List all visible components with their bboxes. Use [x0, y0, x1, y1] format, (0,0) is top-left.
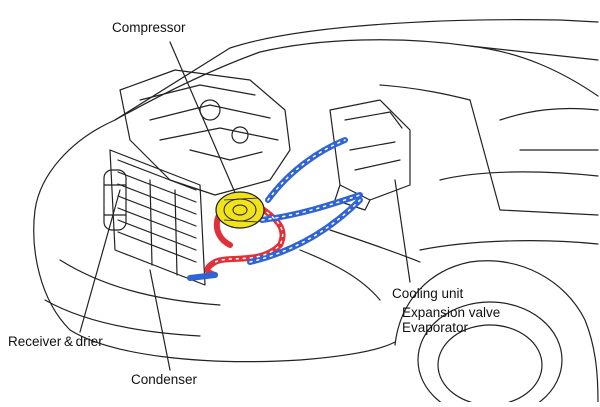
engine-outline [119, 69, 291, 196]
compressor-label: Compressor [112, 20, 186, 35]
receiver-drier-outline [103, 169, 127, 231]
cooling-unit-label: Cooling unit [392, 286, 464, 301]
compressor-body [215, 191, 265, 229]
cooling-unit-outline [329, 99, 411, 211]
condenser-label: Condenser [131, 372, 198, 387]
evaporator-label: Evaporator [402, 320, 469, 335]
car-body-outline [33, 19, 599, 363]
receiver-drier-label: Receiver & drier [8, 334, 103, 349]
low-pressure-line [187, 137, 363, 281]
front-wheel-outline [394, 260, 599, 407]
expansion-valve-label: Expansion valve [402, 305, 501, 320]
condenser-outline [109, 149, 206, 286]
leader-lines [79, 41, 411, 371]
